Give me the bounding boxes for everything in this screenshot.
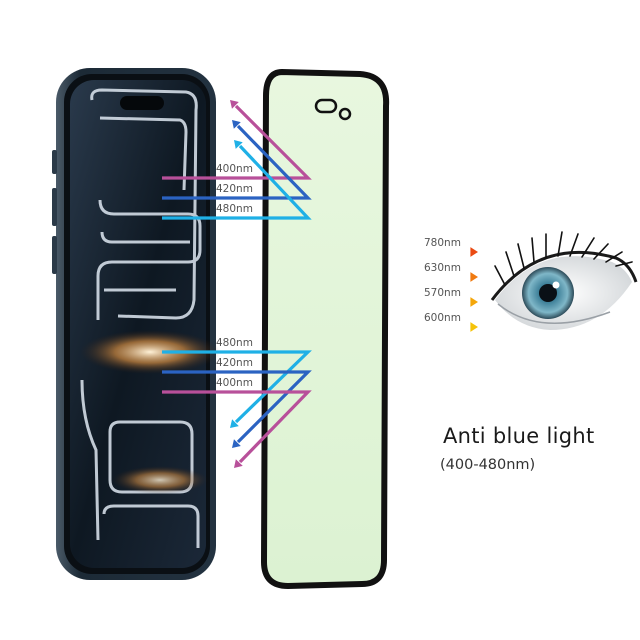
screen-protector-film <box>260 68 390 590</box>
eye-pupil <box>539 284 557 302</box>
wallpaper-lines <box>80 88 202 548</box>
arrow-icon <box>234 140 243 149</box>
wavelength-label: 630nm <box>424 262 461 274</box>
arrow-icon <box>470 247 478 257</box>
reflected-ray-top-480nm <box>162 144 312 220</box>
eye-illustration <box>490 231 638 330</box>
eyelashes <box>494 231 633 286</box>
eye-highlight <box>552 281 560 289</box>
reflected-ray-bottom-420nm <box>162 370 312 444</box>
arrow-icon <box>230 100 239 109</box>
screen-glow <box>80 330 220 374</box>
reflected-ray-top-420nm <box>162 124 312 200</box>
wavelength-label: 400nm <box>216 163 253 175</box>
film-body <box>260 68 390 590</box>
wavelength-label: 480nm <box>216 337 253 349</box>
wavelength-label: 480nm <box>216 203 253 215</box>
volume-button-up <box>52 188 57 226</box>
volume-button-down <box>52 236 57 274</box>
wavelength-label: 780nm <box>424 237 461 249</box>
wavelength-label: 600nm <box>424 312 461 324</box>
reflected-ray-bottom-400nm <box>162 390 312 464</box>
arrow-icon <box>470 272 478 282</box>
subtitle-wavelength-range: (400-480nm) <box>440 457 536 473</box>
arrow-icon <box>232 120 241 129</box>
arrow-icon <box>470 322 478 332</box>
screen-glow-lower <box>112 466 208 494</box>
eye-lower-lid <box>497 303 611 324</box>
arrow-icon <box>234 459 243 468</box>
film-camera-cutout <box>338 107 352 121</box>
phone-illustration <box>52 68 220 580</box>
arrow-icon <box>230 419 239 428</box>
reflected-ray-top-400nm <box>162 104 312 180</box>
light-rays: 400nm 420nm 480nm 480nm 420nm 400nm 780nm 630nm… <box>162 100 478 468</box>
wavelength-label: 420nm <box>216 183 253 195</box>
phone-screen <box>70 80 206 568</box>
title-anti-blue-light: Anti blue light <box>443 424 595 448</box>
wavelength-label: 570nm <box>424 287 461 299</box>
film-notch-cutout <box>314 98 338 114</box>
arrow-icon <box>232 439 241 448</box>
side-button <box>52 150 57 174</box>
reflected-ray-bottom-480nm <box>162 350 312 424</box>
dynamic-island <box>120 96 164 110</box>
wavelength-label: 400nm <box>216 377 253 389</box>
wavelength-label: 420nm <box>216 357 253 369</box>
arrow-icon <box>470 297 478 307</box>
